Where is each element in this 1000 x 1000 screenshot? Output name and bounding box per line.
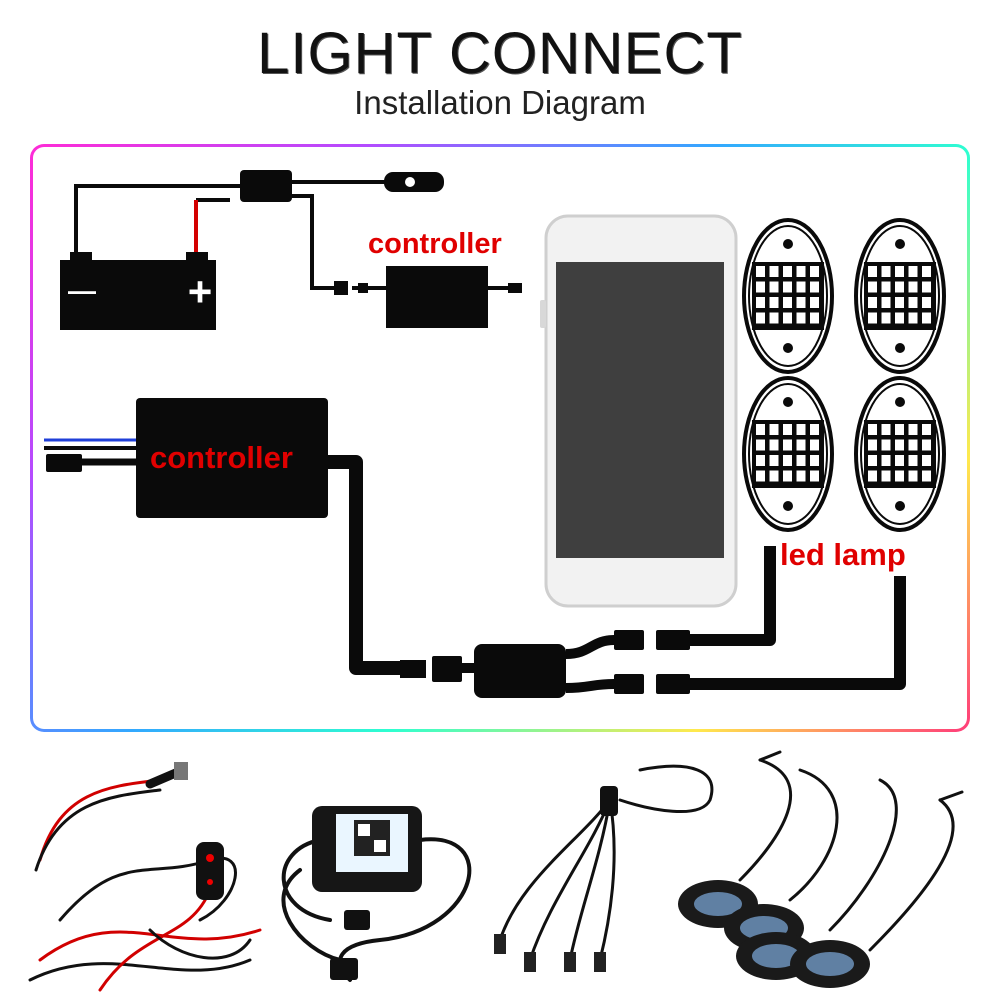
- splitter-out-bottom: [565, 679, 615, 693]
- label-led-lamp: led lamp: [780, 537, 906, 572]
- label-controller-large: controller: [150, 440, 293, 475]
- bluetooth-controller-photo: [281, 837, 472, 982]
- lamp-wire-bottom: [690, 576, 906, 690]
- rock-light-pods: [678, 880, 870, 988]
- photo-switch-led-2: [207, 879, 213, 885]
- led-lamp: [742, 218, 834, 374]
- splitter-plug-bottom: [614, 674, 644, 694]
- battery-terminal-negative: [70, 252, 92, 262]
- led-lamps: [742, 218, 946, 532]
- wire-negative: [74, 184, 240, 262]
- photo-switch-led: [206, 854, 214, 862]
- splitter-out-top: [565, 635, 615, 659]
- splitter-harness-photo: [498, 764, 714, 962]
- battery-negative-symbol: —: [68, 275, 96, 306]
- controller-large: [136, 398, 328, 518]
- photo-splitter-body: [600, 786, 618, 816]
- controller-small-plug-left: [358, 283, 368, 293]
- input-plug: [46, 454, 82, 472]
- lamp-plug-bottom: [656, 674, 690, 694]
- wire-switch-down: [292, 194, 334, 290]
- switch-plug-hole: [405, 177, 415, 187]
- rock-lights-photo-wires: [738, 750, 964, 952]
- trunk-cable: [328, 455, 400, 675]
- battery-positive-symbol: +: [188, 268, 213, 315]
- photo-plug-2: [344, 910, 370, 930]
- splitter: [474, 644, 566, 698]
- battery-terminal-positive: [186, 252, 208, 262]
- page-subtitle: Installation Diagram: [354, 84, 646, 121]
- lamp-wire-top: [690, 546, 776, 646]
- phone-screen: [556, 262, 724, 558]
- plug-left-small: [334, 281, 348, 295]
- label-controller-small: controller: [368, 228, 502, 260]
- connector-b: [432, 656, 462, 682]
- controller-small-plug-right: [508, 283, 522, 293]
- photo-plug-1: [330, 958, 358, 980]
- switch-harness-photo: [28, 762, 262, 992]
- lamp-plug-top: [656, 630, 690, 650]
- phone-side-button: [540, 300, 546, 328]
- led-lamp: [742, 376, 834, 532]
- led-lamp: [854, 376, 946, 532]
- page-title: LIGHT CONNECT: [257, 21, 743, 86]
- splitter-plug-top: [614, 630, 644, 650]
- connector-a: [400, 660, 426, 678]
- photo-switch: [196, 842, 224, 900]
- controller-small: [386, 266, 488, 328]
- inline-switch: [240, 170, 292, 202]
- battery-wiring: [74, 180, 396, 290]
- led-lamp: [854, 218, 946, 374]
- battery: [60, 260, 216, 330]
